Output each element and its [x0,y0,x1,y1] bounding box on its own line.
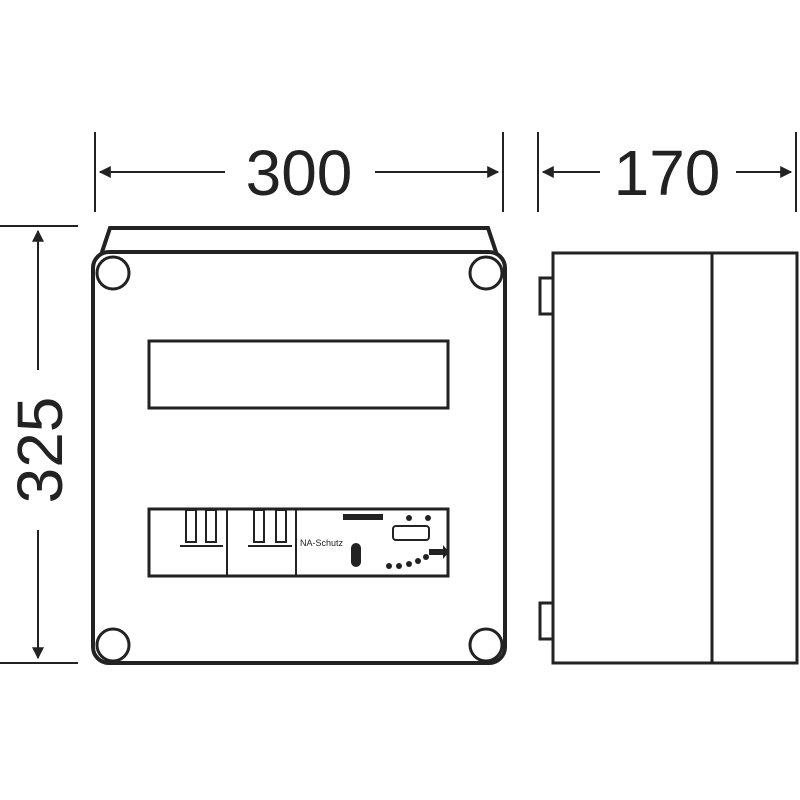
screw-top-right [468,255,504,291]
relay-display [392,525,430,541]
relay-dot-3 [406,561,412,567]
height-label: 325 [4,397,76,504]
width-dimension [94,132,504,212]
depth-dimension [537,132,797,212]
lower-window [147,507,450,578]
relay-terminal-strip [343,514,383,520]
side-hinge-top [538,276,555,316]
height-dimension [0,225,78,664]
breaker-1-toggle-b [205,509,217,543]
relay-knob [351,543,361,567]
screw-bottom-left [95,627,131,663]
relay-dot-5 [423,554,429,560]
lid-hinge [98,226,500,259]
relay-arrow-icon [429,545,449,559]
relay-led-2 [425,515,431,521]
upper-window [147,339,450,410]
relay-label: NA-Schutz [300,538,344,548]
side-view [538,251,799,665]
side-hinge-bottom [538,601,555,641]
relay-dot-1 [386,563,392,569]
screw-top-left [95,255,131,291]
breaker-2-toggle-a [253,509,265,543]
width-label: 300 [246,137,353,209]
breaker-1-toggle-a [185,509,197,543]
screw-bottom-right [468,627,504,663]
front-view [91,226,507,665]
side-body [551,251,799,665]
relay-details [343,514,449,569]
enclosure-body [91,250,507,665]
relay-dot-2 [396,563,402,569]
relay-dot-4 [415,558,421,564]
depth-label: 170 [614,137,721,209]
breaker-2-toggle-b [275,509,287,543]
relay-led-1 [406,515,412,521]
module-row [180,509,430,575]
